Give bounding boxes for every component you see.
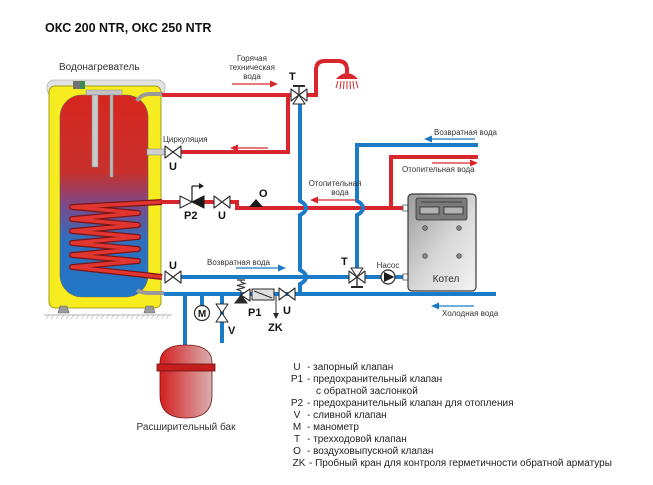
- heating-water-mid-label-line1: Отопительная: [309, 179, 362, 188]
- pump-label: Насос: [377, 261, 400, 270]
- thermostat-sleeve: [109, 94, 114, 178]
- three-way-valve-return-tag: T: [341, 256, 348, 268]
- heating-water-right-arrow: [432, 159, 478, 167]
- legend-desc: - запорный клапан: [307, 362, 393, 373]
- legend-code: T: [294, 434, 300, 445]
- manometer: [193, 304, 211, 322]
- return-water-mid-arrow: [236, 264, 286, 272]
- drain-valve: [215, 303, 229, 323]
- safety-valve-heating-tag: P2: [184, 210, 197, 222]
- legend-desc: - предохранительный клапан для отопления: [307, 398, 514, 409]
- water-heater-label: Водонагреватель: [59, 62, 140, 73]
- tank-foot-left: [57, 305, 70, 314]
- return-water-top-arrow: [424, 135, 475, 143]
- drain-valve-tag: V: [228, 325, 236, 337]
- safety-valve-cold-tag: P1: [248, 307, 261, 319]
- legend-code: M: [293, 422, 301, 433]
- hot-water-label-line3: вода: [243, 72, 261, 81]
- circulation-label: Циркуляция: [163, 135, 208, 144]
- anode-rod: [91, 94, 99, 168]
- heating-water-mid-arrow: [310, 196, 356, 204]
- heating-water-pipe: [229, 200, 404, 210]
- tank-control-box: [73, 81, 80, 89]
- shutoff-valve-return: [164, 270, 182, 284]
- return-water-top-label: Возвратная вода: [434, 128, 498, 137]
- legend-desc: - трехходовой клапан: [307, 434, 407, 445]
- heating-water-riser: [389, 155, 478, 208]
- hot-water-label-line1: Горячая: [237, 54, 267, 63]
- shutoff-valve-cold-tag: U: [283, 305, 291, 317]
- cold-inlet-stub: [135, 288, 164, 295]
- boiler-display-right: [443, 206, 464, 215]
- air-vent-valve: [249, 199, 263, 207]
- shutoff-valve-return-tag: U: [169, 260, 177, 272]
- manometer-tag: M: [198, 309, 206, 320]
- legend-desc: - манометр: [307, 422, 359, 433]
- legend-desc: - воздуховыпускной клапан: [307, 446, 433, 457]
- circulation-pipe: [181, 95, 290, 154]
- legend-desc: - сливной клапан: [307, 410, 387, 421]
- safety-valve-cold: [234, 279, 251, 304]
- circulation-arrow: [230, 144, 268, 152]
- legend-desc-continued: с обратной заслонкой: [316, 385, 418, 397]
- legend-code: V: [294, 410, 301, 421]
- shutoff-valve-circulation-tag: U: [169, 161, 177, 173]
- three-way-valve-hot: [290, 85, 308, 105]
- three-way-valve-return: [348, 267, 366, 288]
- pump-icon: [384, 272, 395, 282]
- expansion-tank: [156, 344, 216, 419]
- legend-code: ZK: [293, 458, 306, 469]
- legend-code: O: [293, 446, 301, 457]
- heating-coil: [70, 200, 163, 279]
- expansion-tank-label: Расширительный бак: [137, 421, 237, 433]
- heating-water-mid-label-line2: вода: [331, 188, 349, 197]
- expansion-tank-band: [156, 363, 216, 372]
- circulation-stub: [146, 148, 166, 156]
- legend: U - запорный клапан P1 - предохранительн…: [291, 362, 612, 469]
- legend-desc: - предохранительный клапан: [307, 374, 442, 385]
- hot-outlet-stub: [135, 92, 163, 103]
- hot-water-label-line2: техническая: [229, 63, 275, 72]
- floor-hatch: [45, 314, 170, 320]
- cold-water-arrow: [431, 302, 474, 310]
- shutoff-valve-cold: [278, 287, 296, 301]
- test-cock-tag: ZK: [268, 322, 283, 334]
- legend-code: P2: [291, 398, 304, 409]
- cold-supply-riser-to-mixer: [298, 104, 309, 294]
- cold-water-label: Холодная вода: [442, 309, 499, 318]
- tank-indicator: [80, 81, 85, 89]
- legend-code: P1: [291, 374, 304, 385]
- shower-pipe: [306, 59, 349, 97]
- circulation-pump: [380, 269, 396, 285]
- test-cock: [273, 296, 279, 319]
- safety-valve-heating: [179, 183, 205, 209]
- return-water-top-pipe: [355, 143, 478, 268]
- return-water-mid-label: Возвратная вода: [207, 258, 271, 267]
- shower-icon: [335, 73, 359, 90]
- boiler-control-panel: [415, 197, 468, 221]
- tank-foot-right: [143, 305, 156, 314]
- air-vent-valve-tag: O: [259, 188, 268, 200]
- legend-desc: - Пробный кран для контроля герметичност…: [309, 457, 612, 469]
- water-heater-tank: [44, 79, 172, 320]
- boiler-label: Котел: [433, 274, 460, 285]
- shutoff-valve-heating-tag: U: [218, 210, 226, 222]
- three-way-valve-hot-tag: T: [289, 71, 296, 83]
- check-valve: [251, 288, 275, 301]
- boiler-display-left: [419, 206, 440, 215]
- heating-water-right-label: Отопительная вода: [402, 165, 475, 174]
- tank-flange: [85, 89, 123, 96]
- shutoff-valve-circulation: [164, 145, 182, 159]
- boiler: [402, 193, 477, 292]
- legend-code: U: [293, 362, 300, 373]
- hot-water-arrow: [232, 80, 278, 88]
- page-title: ОКС 200 NTR, ОКС 250 NTR: [45, 21, 211, 35]
- shutoff-valve-heating: [213, 195, 231, 209]
